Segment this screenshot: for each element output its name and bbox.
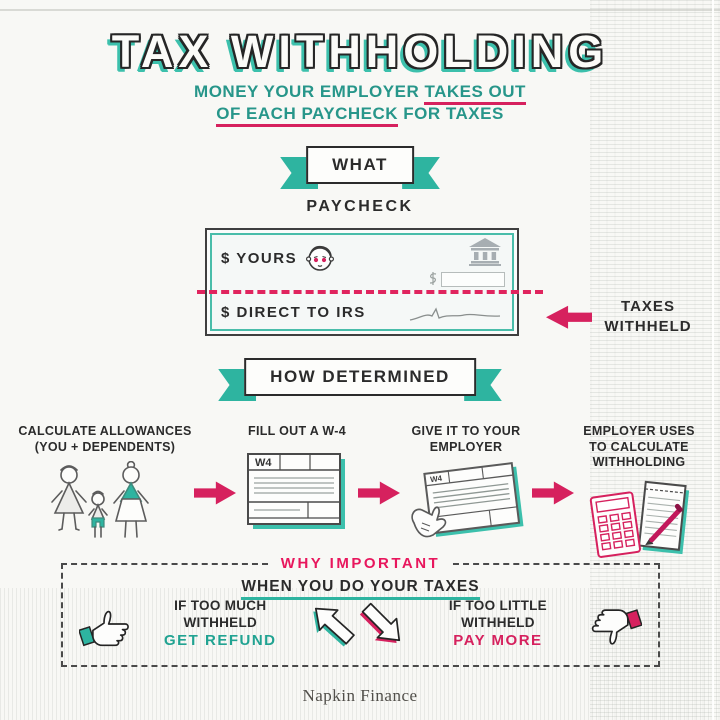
what-banner: WHAT [280,146,440,189]
w4-form-title: W4 [255,457,272,469]
when-you-do-taxes: WHEN YOU DO YOUR TAXES [63,578,658,600]
how-banner-label: HOW DETERMINED [244,358,476,396]
calculator-notepad-icon [589,480,690,558]
page-title: TAX WITHHOLDING [111,26,609,77]
arrow-down-left-icon [313,607,355,647]
family-icon [51,461,149,539]
pay-more-group: IF TOO LITTLE WITHHELD PAY MORE [358,598,642,651]
how-steps-row: CALCULATE ALLOWANCES (YOU + DEPENDENTS) [16,424,704,559]
too-little-withheld-label: IF TOO LITTLE WITHHELD [448,598,547,630]
napkin-texture-bottom [0,588,720,720]
subtitle: MONEY YOUR EMPLOYER TAKES OUT OF EACH PA… [0,81,720,128]
refund-text: IF TOO MUCH WITHHELD GET REFUND [139,598,302,651]
signature-squiggle [409,307,501,321]
hand-giving-w4-icon: W4 [411,462,524,538]
flow-arrow-icon [194,481,236,505]
flow-arrow-icon [532,481,574,505]
step-label: GIVE IT TO YOUR EMPLOYER [411,424,521,454]
pay-more-text: IF TOO LITTLE WITHHELD PAY MORE [414,598,583,651]
too-much-withheld-label: IF TOO MUCH WITHHELD [174,598,267,630]
step-label: FILL OUT A W-4 [248,424,346,438]
subtitle-underlined-paycheck: OF EACH PAYCHECK [216,104,399,128]
direct-to-irs-label: $ DIRECT TO IRS [221,304,366,321]
what-banner-label: WHAT [306,146,414,184]
paycheck-illustration: $ YOURS [197,228,543,336]
smiling-face-icon [306,245,335,271]
thumbs-down-icon [592,609,642,645]
why-important-title: WHY IMPORTANT [268,555,453,572]
step-label: CALCULATE ALLOWANCES (YOU + DEPENDENTS) [18,424,192,454]
step-calculate-allowances: CALCULATE ALLOWANCES (YOU + DEPENDENTS) [16,424,194,553]
napkin-texture-right [590,0,720,720]
arrow-left-icon [546,305,592,329]
refund-group: IF TOO MUCH WITHHELD GET REFUND [79,598,358,651]
step-fill-out-w4: FILL OUT A W-4 W4 [236,424,358,532]
how-determined-banner: HOW DETERMINED [218,358,502,401]
header: TAX WITHHOLDING MONEY YOUR EMPLOYER TAKE… [0,26,720,128]
why-important-box: WHY IMPORTANT WHEN YOU DO YOUR TAXES IF … [61,555,660,667]
amount-box [441,272,505,287]
step-employer-calculates: EMPLOYER USES TO CALCULATE WITHHOLDING [574,424,704,559]
taxes-withheld-callout: TAXES WITHHELD [546,297,694,338]
get-refund-label: GET REFUND [164,631,277,649]
pay-more-label: PAY MORE [453,631,543,649]
thumbs-up-icon [79,611,129,647]
step-label: EMPLOYER USES TO CALCULATE WITHHOLDING [583,424,695,470]
yours-label: $ YOURS [221,249,298,267]
subtitle-text: FOR TAXES [398,104,504,124]
subtitle-text: MONEY YOUR EMPLOYER [194,82,425,102]
when-you-do-taxes-label: WHEN YOU DO YOUR TAXES [241,578,480,600]
taxes-withheld-label: TAXES WITHHELD [604,298,692,336]
napkin-edge [712,0,714,720]
amount-squiggle [429,272,437,285]
w4-form-title: W4 [430,474,444,484]
subtitle-underlined-takes-out: TAKES OUT [424,82,526,106]
bank-building-icon [469,238,501,266]
step-give-to-employer: GIVE IT TO YOUR EMPLOYER W4 [400,424,532,547]
brand-footer: Napkin Finance [302,686,418,705]
w4-form-icon: W4 [247,452,345,529]
check-irs-row: $ DIRECT TO IRS [221,304,366,322]
arrow-down-right-icon [359,603,400,644]
napkin-fold-line [0,9,720,11]
paycheck-heading: PAYCHECK [306,198,414,215]
outcomes-row: IF TOO MUCH WITHHELD GET REFUND [63,596,658,651]
check-yours-row: $ YOURS [221,242,336,274]
flow-arrow-icon [358,481,400,505]
taxes-withheld-divider [197,290,543,294]
